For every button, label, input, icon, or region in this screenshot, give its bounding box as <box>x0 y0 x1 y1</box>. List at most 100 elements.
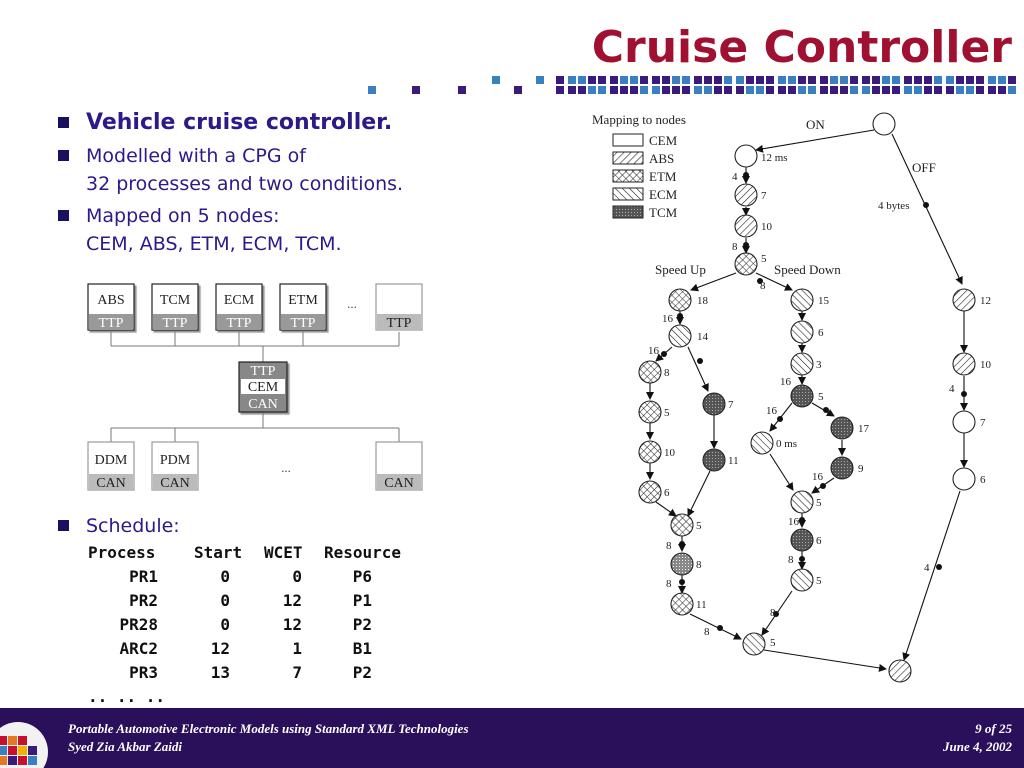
node-label: 5 <box>664 407 670 419</box>
legend-item-ecm: ECM <box>612 187 678 202</box>
edge-weight: 8 <box>704 626 710 638</box>
table-cell: 0 <box>220 615 230 634</box>
node-label: 11 <box>696 599 707 611</box>
legend-item-etm: ETM <box>612 169 677 184</box>
table-cell: P2 <box>352 663 372 682</box>
arch-node-can-extra: CAN <box>375 441 423 491</box>
arch-node-bus: TTP <box>291 316 316 331</box>
node-label: 5 <box>761 253 767 265</box>
decor-square <box>588 76 596 84</box>
decor-square <box>840 86 848 94</box>
decor-square <box>830 76 838 84</box>
decor-square <box>998 86 1006 94</box>
cpg-node <box>668 324 692 348</box>
table-cell: 13 <box>210 663 230 682</box>
decor-square <box>904 76 912 84</box>
cpg-node <box>670 513 694 537</box>
cpg-labels: ON OFF 4 bytes 12 ms Speed Up Speed Down… <box>648 117 992 649</box>
decor-square <box>662 86 670 94</box>
node-label: 10 <box>980 359 992 371</box>
gear-logo-icon <box>0 708 56 768</box>
decor-square <box>704 76 712 84</box>
decor-square <box>956 86 964 94</box>
legend-label: CEM <box>649 133 678 148</box>
decor-square <box>556 76 564 84</box>
cpg-node <box>790 528 814 552</box>
edge-label-speed-down: Speed Down <box>774 262 841 277</box>
decor-square <box>862 86 870 94</box>
cpg-node <box>790 384 814 408</box>
arch-node-pdm: PDM CAN <box>151 441 199 491</box>
cpg-node <box>668 288 692 312</box>
decor-square <box>820 86 828 94</box>
decor-square <box>966 76 974 84</box>
decor-square <box>714 76 722 84</box>
decor-square <box>568 86 576 94</box>
node-label: 6 <box>818 327 824 339</box>
decor-square <box>766 76 774 84</box>
decor-square <box>976 76 984 84</box>
edge-weight: 16 <box>648 345 660 357</box>
cpg-node <box>670 592 694 616</box>
decor-square <box>924 86 932 94</box>
decor-square <box>578 86 586 94</box>
decor-square <box>882 76 890 84</box>
decorative-squares-strip <box>368 76 1016 94</box>
arch-node-bus: TTP <box>163 316 188 331</box>
node-label: 6 <box>980 474 986 486</box>
cpg-nodes <box>638 112 976 683</box>
node-label: 6 <box>816 535 822 547</box>
decor-square <box>578 76 586 84</box>
decor-square <box>714 86 722 94</box>
table-cell: B1 <box>352 639 372 658</box>
decor-square <box>568 76 576 84</box>
node-label: 7 <box>761 190 767 202</box>
table-cell: 12 <box>282 591 302 610</box>
decor-square <box>556 86 564 94</box>
decor-square <box>850 86 858 94</box>
table-cell: P6 <box>352 567 372 586</box>
edge-label-time: 12 ms <box>761 152 788 164</box>
table-cell: 12 <box>282 615 302 634</box>
arch-node-bus: CAN <box>160 476 190 491</box>
legend-label: TCM <box>649 205 678 220</box>
cpg-node <box>734 252 758 276</box>
decor-square <box>778 86 786 94</box>
cpg-node <box>790 320 814 344</box>
arch-node-etm: ETM TTP <box>279 283 327 331</box>
schedule-header: WCET <box>264 543 303 562</box>
decor-square <box>620 76 628 84</box>
decor-square <box>872 76 880 84</box>
edge-weight: 8 <box>666 540 672 552</box>
arch-node-abs: ABS TTP <box>87 283 135 331</box>
cpg-node <box>702 448 726 472</box>
decor-square <box>458 86 466 94</box>
decor-square <box>934 76 942 84</box>
arch-gateway-cem: TTP CEM CAN <box>238 361 288 413</box>
cpg-node <box>734 214 758 238</box>
table-cell: PR3 <box>129 663 158 682</box>
decor-square <box>736 86 744 94</box>
schedule-header: Start <box>194 543 243 562</box>
edge-weight: 16 <box>780 376 792 388</box>
edge-weight: 4 <box>949 383 955 395</box>
arch-node-name: ECM <box>224 293 255 308</box>
decor-square <box>368 86 376 94</box>
decor-square <box>694 76 702 84</box>
node-label: 8 <box>696 559 702 571</box>
cpg-node-final <box>888 659 912 683</box>
bullet-square-icon <box>58 117 69 128</box>
node-label: 5 <box>696 520 702 532</box>
decor-square <box>998 76 1006 84</box>
table-cell: 0 <box>220 567 230 586</box>
arch-node-ddm: DDM CAN <box>87 441 135 491</box>
bullet-item-3: Mapped on 5 nodes: CEM, ABS, ETM, ECM, T… <box>56 202 526 258</box>
decor-square <box>830 86 838 94</box>
cpg-message-dots <box>661 172 967 631</box>
decor-square <box>840 76 848 84</box>
edge-weight: 8 <box>666 578 672 590</box>
cpg-node <box>830 456 854 480</box>
